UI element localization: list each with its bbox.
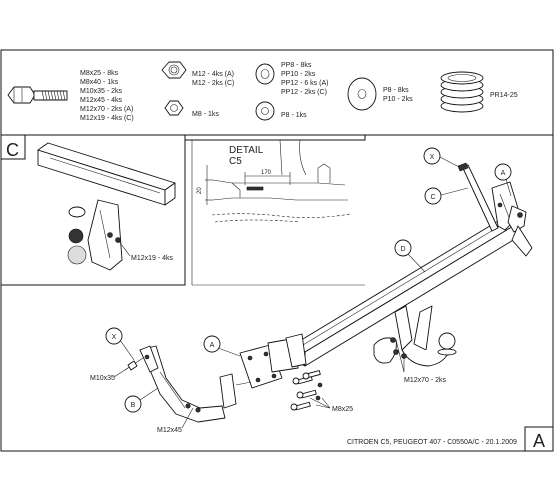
callout-x-left: X — [105, 327, 135, 361]
dim-170: 170 — [261, 170, 272, 176]
nut-a-1: M12 - 2ks (C) — [192, 80, 234, 87]
bolt-list-3: M12x45 - 4ks — [80, 97, 123, 104]
callout-c-top: C — [424, 187, 469, 205]
washer-c-1: P10 - 2ks — [383, 96, 413, 103]
callout-a-top: A — [494, 163, 512, 197]
label-m12x45: M12x45 — [157, 427, 182, 434]
bolt-list-0: M8x25 - 8ks — [80, 70, 119, 77]
svg-text:C: C — [430, 194, 435, 201]
bolt-icon — [7, 86, 68, 104]
callout-x-top: X — [423, 147, 460, 168]
svg-text:A: A — [210, 342, 215, 349]
spring-washer-icon — [440, 71, 484, 113]
drawing-caption: CITROEN C5, PEUGEOT 407 - C0550A/C - 20.… — [347, 439, 517, 446]
bolt-list-2: M10x35 - 2ks — [80, 88, 123, 95]
washer-c-0: P8 - 8ks — [383, 87, 409, 94]
label-m12x70: M12x70 - 2ks — [404, 377, 447, 384]
callout-a-left: A — [203, 335, 241, 357]
dim-20: 20 — [197, 187, 203, 194]
nut-a-0: M12 - 4ks (A) — [192, 71, 234, 78]
bolt-list-4: M12x70 - 2ks (A) — [80, 106, 133, 113]
towball — [373, 305, 457, 373]
nut-m12-icon — [161, 61, 187, 79]
svg-text:B: B — [131, 402, 136, 409]
washer-a-1: PP10 - 2ks — [281, 71, 316, 78]
left-plate — [219, 333, 307, 409]
detail-c-box-ext — [184, 135, 366, 141]
label-m10x35: M10x35 — [90, 375, 115, 382]
detail-c-box — [0, 134, 186, 286]
spring-label: PR14-25 — [490, 92, 518, 99]
detail-title: DETAIL — [229, 145, 264, 156]
callout-b-left: B — [124, 387, 159, 413]
sheet-letter: A — [533, 431, 545, 451]
bolt-list-1: M8x40 - 1ks — [80, 79, 119, 86]
bolt-list-5: M12x19 - 4ks (C) — [80, 115, 134, 122]
detail-bolt-label: M12x19 - 4ks — [131, 255, 174, 262]
svg-text:D: D — [400, 246, 405, 253]
left-side-bracket — [124, 345, 226, 429]
washer-large-icon — [347, 77, 377, 111]
nut-m8-icon — [164, 100, 184, 116]
svg-text:X: X — [112, 334, 117, 341]
label-m8x25: M8x25 — [332, 406, 353, 413]
washer-a-2: PP12 - 6 ks (A) — [281, 80, 328, 87]
bolt-group-m8x25 — [290, 370, 331, 411]
detail-c5-profile — [191, 139, 365, 286]
sheet-letter-box — [524, 426, 554, 452]
washer-pp-icon — [255, 63, 275, 85]
nut-b-0: M8 - 1ks — [192, 111, 219, 118]
washer-b-0: P8 - 1ks — [281, 112, 307, 119]
svg-text:A: A — [501, 170, 506, 177]
detail-letter-box — [0, 134, 26, 160]
detail-letter: C — [6, 140, 19, 160]
svg-text:X: X — [430, 154, 435, 161]
washer-a-3: PP12 - 2ks (C) — [281, 89, 327, 96]
washer-p8-icon — [255, 101, 275, 121]
callout-d: D — [394, 239, 426, 273]
washer-a-0: PP8 - 8ks — [281, 62, 312, 69]
right-bracket — [457, 162, 533, 257]
detail-bracket-drawing — [37, 142, 176, 271]
detail-subtitle: C5 — [229, 156, 242, 167]
